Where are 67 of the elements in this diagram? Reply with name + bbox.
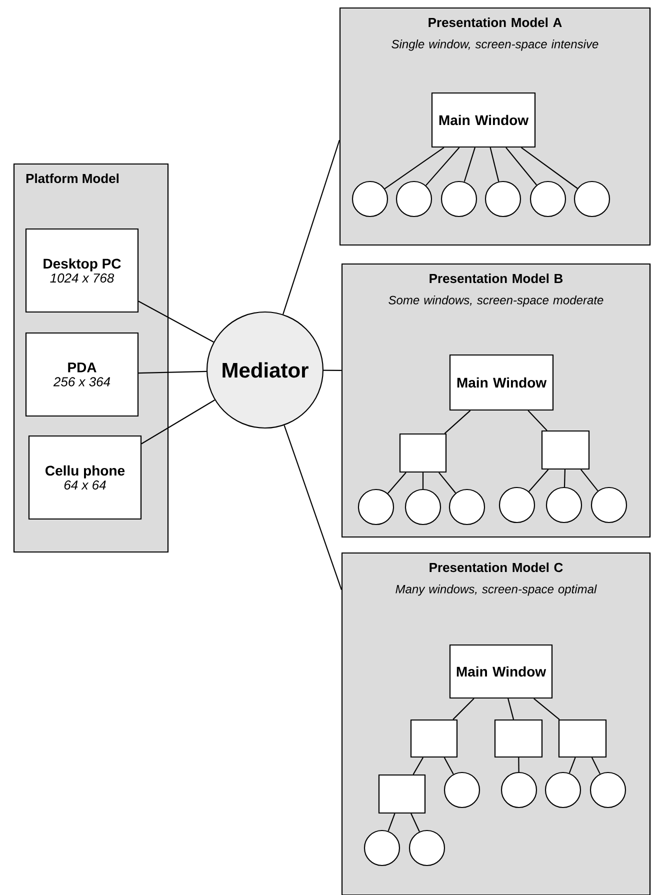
connector-line [452,698,474,720]
window-circle [364,830,400,866]
window-circle [530,180,566,218]
panel-heading: Presentation Model C [430,562,563,572]
window-box: Main Window [449,354,554,411]
window-square [541,430,590,470]
panel-subtitle: Single window, screen-space intensive [392,40,598,51]
window-circle [444,772,480,808]
window-circle [590,486,628,524]
connector-line [518,758,520,772]
connector-line [438,472,456,494]
connector-line [528,469,549,492]
connector-line [284,425,342,590]
connector-line [444,757,454,774]
window-square [410,719,458,758]
connector-line [138,370,206,374]
connector-line [528,410,548,431]
window-circle [448,488,486,526]
connector-line [141,400,216,444]
panel-subtitle: Many windows, screen-space optimal [396,584,597,596]
connector-line [384,147,444,190]
panel-heading: Presentation Model A [428,18,562,28]
connector-line [412,757,424,775]
device-box: Desktop PC 1024 x 768 [25,228,139,313]
window-circle [404,488,442,526]
window-square [558,719,607,758]
panel-subtitle: Some windows, screen-space moderate [388,296,604,307]
connector-line [282,140,340,314]
connector-line [490,147,500,182]
window-circle [440,180,478,218]
window-circle [352,180,388,218]
connector-line [506,147,537,186]
connector-line [388,813,396,832]
connector-line [564,470,566,487]
panel-heading: Presentation Model B [430,274,563,284]
connector-line [387,472,406,494]
window-circle [500,772,538,808]
window-circle [498,486,536,524]
connector-line [426,147,460,186]
window-box: Main Window [449,644,553,699]
connector-line [591,757,600,774]
connector-line [324,370,342,371]
window-circle [484,180,522,218]
window-square [399,433,447,473]
connector-line [508,698,514,720]
device-box: PDA 256 x 364 [25,332,139,417]
window-circle [358,488,394,526]
connector-line [534,698,560,720]
window-circle [590,772,626,808]
window-square [378,774,426,814]
window-square [494,719,543,758]
device-box: Cellu phone 64 x 64 [28,435,142,520]
window-circle [546,486,582,524]
connector-line [568,757,576,774]
connector-line [464,147,476,182]
window-circle [544,772,582,808]
window-circle [408,830,446,866]
connector-line [138,300,214,343]
connector-line [444,410,471,434]
connector-line [520,147,578,189]
connector-line [580,469,598,492]
window-circle [396,180,432,218]
connector-line [422,472,424,489]
window-box: Main Window [431,92,536,148]
window-circle [574,180,610,218]
panel-heading: Platform Model [26,174,119,184]
connector-line [410,813,420,832]
